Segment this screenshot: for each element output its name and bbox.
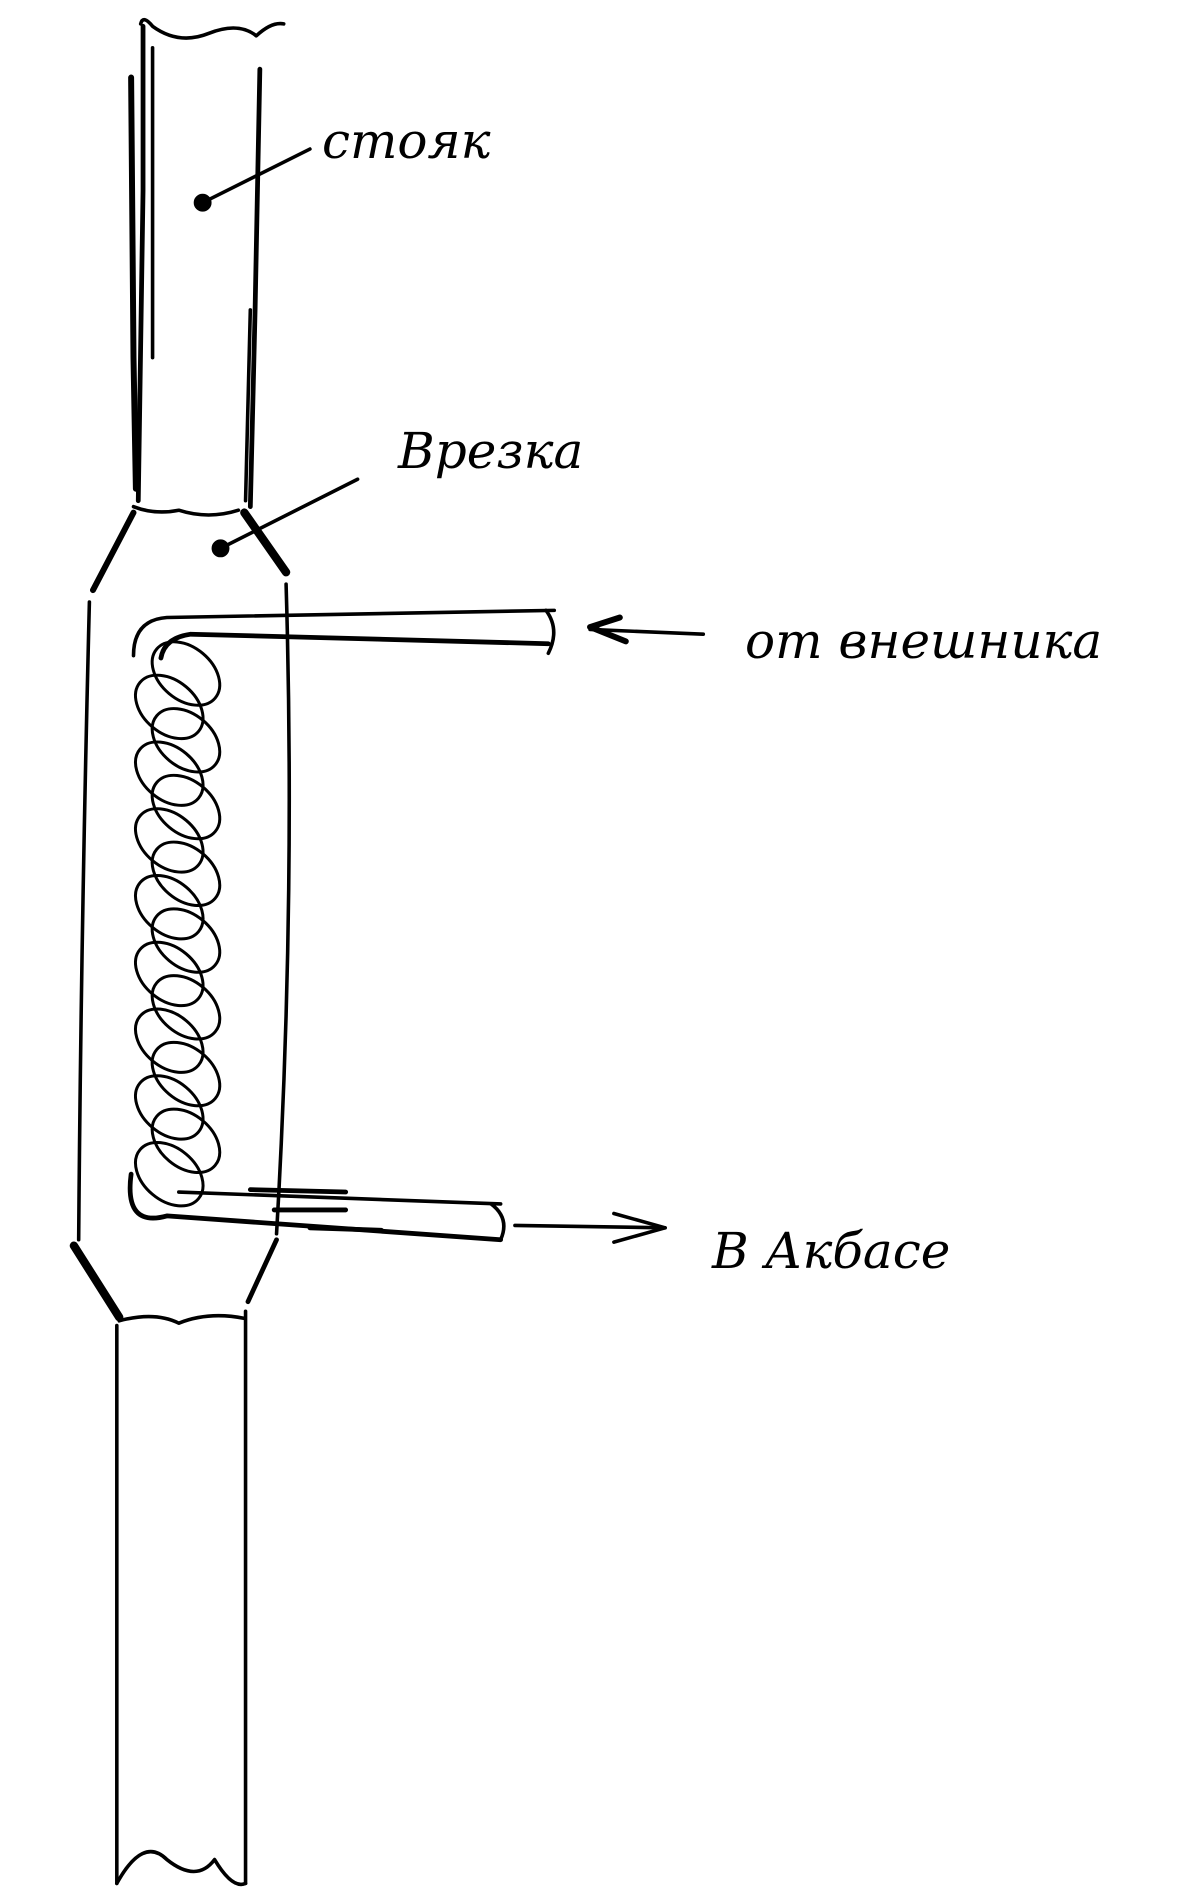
label-inlet: от внешника: [745, 612, 1103, 670]
coil-loop: [150, 640, 222, 707]
lower-pipe: [115, 1309, 248, 1887]
coil-loop: [134, 940, 205, 1008]
coil-loop: [150, 840, 222, 907]
coil-loop: [134, 1007, 205, 1074]
coil-loop: [150, 1040, 222, 1108]
coil-loop: [134, 807, 205, 874]
coil-loop: [134, 1074, 205, 1141]
coil-loop: [150, 974, 222, 1041]
leader-lines: [193, 147, 360, 558]
upper-pipe: [128, 17, 286, 510]
outlet-pipe: [127, 1171, 506, 1243]
coil-loop: [150, 907, 222, 974]
coil: [134, 640, 222, 1208]
label-riser: стояк: [322, 112, 491, 170]
coil-loop: [150, 707, 222, 774]
coil-loop: [134, 673, 205, 741]
tie-in-section: [69, 504, 292, 1325]
coil-loop: [134, 873, 205, 941]
coil-loop: [150, 773, 222, 841]
outlet-arrow: [513, 1211, 667, 1244]
coil-loop: [134, 740, 205, 807]
label-outlet: В Акбасе: [712, 1222, 951, 1280]
coil-loop: [150, 1107, 222, 1174]
inlet-arrow: [587, 614, 706, 645]
label-tie-in: Врезка: [398, 422, 584, 480]
coil-loop: [134, 1140, 205, 1208]
inlet-pipe: [131, 608, 557, 661]
